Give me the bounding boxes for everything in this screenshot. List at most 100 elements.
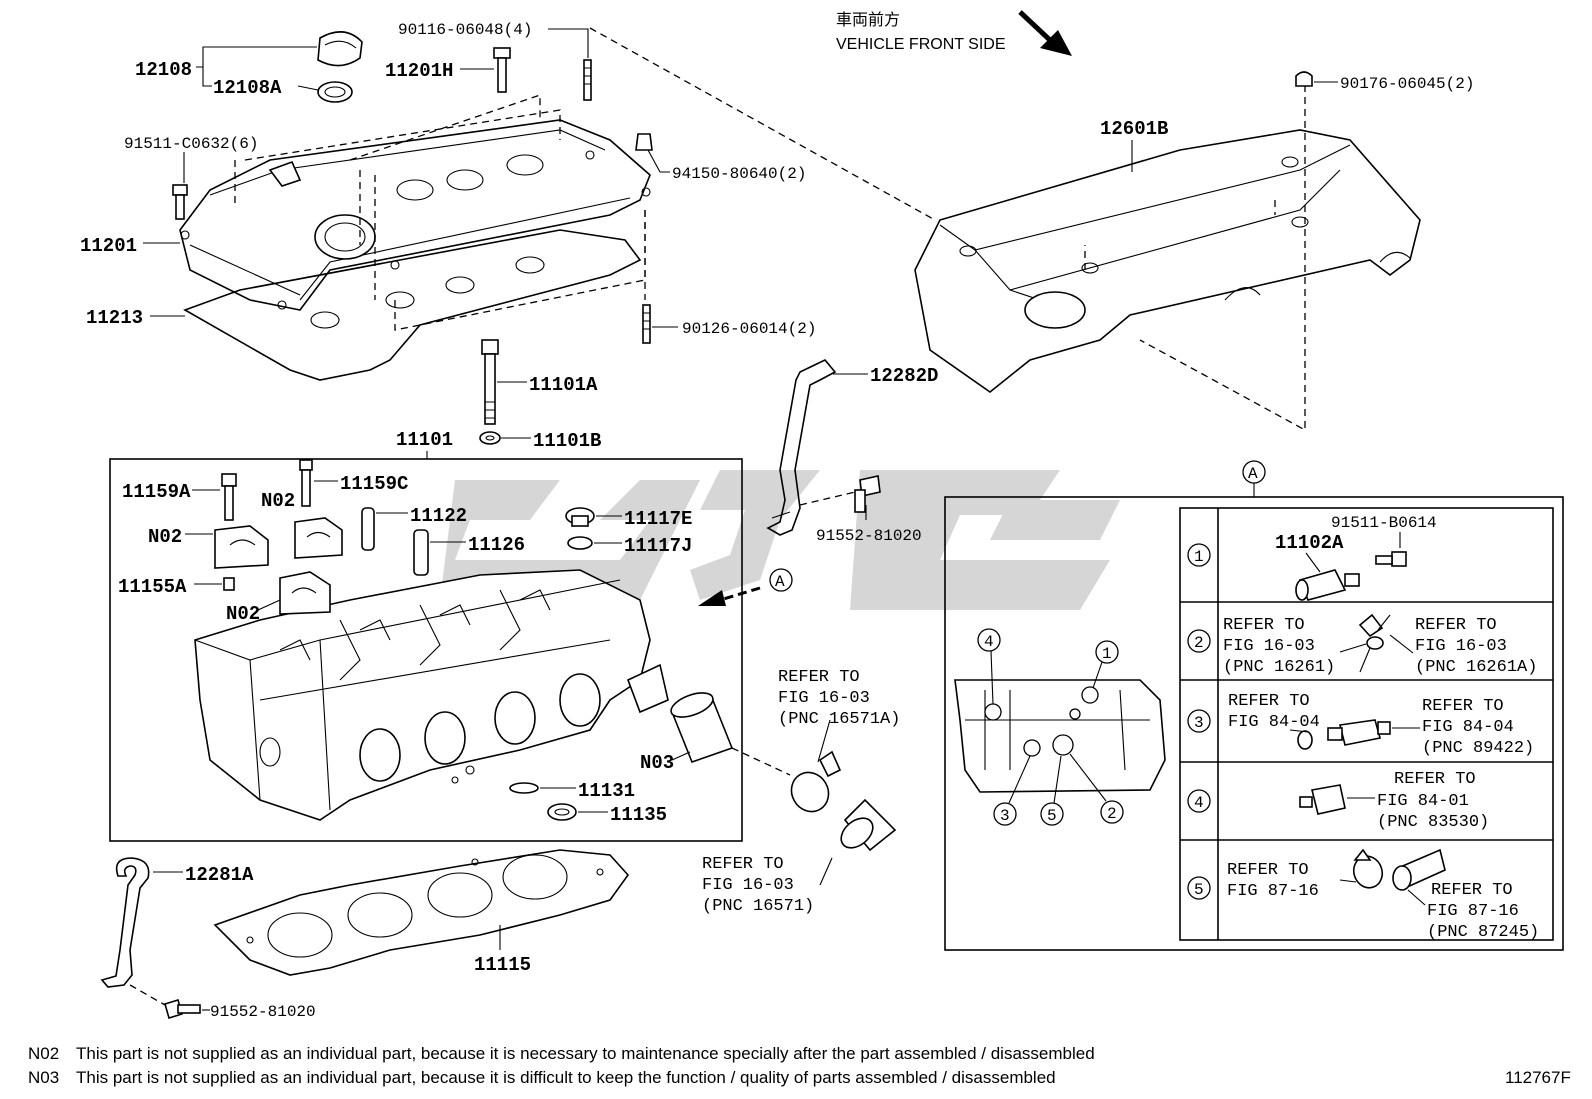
valve-guide-11122: [361, 507, 375, 551]
label-12601b: 12601B: [1100, 118, 1168, 140]
alignment-lines-cover: [234, 27, 936, 331]
hose: [840, 798, 897, 852]
note-n03-code: N03: [28, 1068, 59, 1087]
label-11101a: 11101A: [529, 374, 598, 396]
bearing-cap-1: [214, 525, 269, 569]
washer-11101b: [479, 431, 501, 445]
bolt-11201h: [493, 47, 511, 93]
pin-11155a: [223, 577, 235, 591]
row2-left-1: REFER TO: [1223, 616, 1305, 635]
row2-right-1: REFER TO: [1415, 616, 1497, 635]
oil-filler-cap: [317, 31, 363, 103]
row-number-markers: [1187, 543, 1211, 900]
sensor-89422: [1297, 719, 1391, 750]
label-n03: N03: [640, 752, 674, 774]
row-number-1: 1: [1194, 548, 1204, 566]
label-12108: 12108: [135, 59, 192, 81]
bracket-12282d: [766, 359, 837, 536]
engine-cover: [914, 129, 1421, 393]
cylinder-head-gasket: [213, 849, 630, 976]
callout-a-box: A: [775, 573, 785, 591]
label-n02-top: N02: [261, 490, 295, 512]
watermark-logo: [440, 470, 1120, 610]
label-12281a: 12281A: [185, 864, 254, 886]
note-n02-code: N02: [28, 1044, 59, 1063]
row5-left-2: FIG 87-16: [1227, 882, 1319, 901]
label-11159a: 11159A: [122, 481, 191, 503]
grommet-94150: [635, 133, 653, 151]
row2-left-3: (PNC 16261): [1223, 658, 1335, 677]
row3-left-1: REFER TO: [1228, 692, 1310, 711]
bracket-12281a: [100, 857, 150, 988]
label-11159c: 11159C: [340, 473, 408, 495]
seal-11135: [547, 803, 577, 821]
row3-right-1: REFER TO: [1422, 697, 1504, 716]
head-cover-gasket: [183, 229, 642, 381]
detail-head-side-view: [954, 679, 1166, 793]
label-11155a: 11155A: [118, 576, 187, 598]
bush-11126: [413, 529, 429, 576]
label-n02-low: N02: [226, 603, 260, 625]
label-91552-81020-lower: 91552-81020: [210, 1003, 316, 1021]
marker-4: 4: [984, 633, 994, 651]
label-94150-80640: 94150-80640(2): [672, 165, 806, 183]
label-11117e: 11117E: [624, 508, 692, 530]
row2-right-2: FIG 16-03: [1415, 637, 1507, 656]
callout-a-detail: A: [1248, 465, 1258, 483]
sensor-11102a: [1295, 569, 1360, 601]
row4-2: FIG 84-01: [1377, 792, 1469, 811]
ref-16571a-line3: (PNC 16571A): [778, 710, 900, 729]
note-n02-text: This part is not supplied as an individu…: [76, 1044, 1095, 1063]
marker-2: 2: [1107, 805, 1117, 823]
ref-16571-line1: REFER TO: [702, 855, 784, 874]
row5-right-3: (PNC 87245): [1427, 923, 1539, 942]
row4-1: REFER TO: [1394, 770, 1476, 789]
plug-11117e: [565, 507, 595, 527]
label-90126-06014: 90126-06014(2): [682, 320, 816, 338]
head-bolt-11101a: [481, 339, 499, 425]
label-11122: 11122: [410, 505, 467, 527]
cylinder-head-cover: [179, 119, 651, 311]
label-11117j: 11117J: [624, 535, 692, 557]
hose-87245: [1392, 848, 1446, 891]
row4-3: (PNC 83530): [1377, 813, 1489, 832]
row5-right-2: FIG 87-16: [1427, 902, 1519, 921]
hose-clamp-87245: [1352, 848, 1384, 889]
gasket-11117j: [567, 536, 593, 550]
front-direction-arrow-icon: [1018, 10, 1072, 56]
marker-3: 3: [1000, 807, 1010, 825]
row-number-4: 4: [1194, 794, 1204, 812]
pipe-n03: [670, 692, 734, 764]
label-91511-c0632: 91511-C0632(6): [124, 135, 258, 153]
row3-left-2: FIG 84-04: [1228, 713, 1320, 732]
label-11201: 11201: [80, 235, 137, 257]
front-side-jp: 車両前方: [836, 11, 900, 29]
label-11101: 11101: [396, 429, 453, 451]
bearing-cap-2: [294, 517, 343, 559]
row-number-2: 2: [1194, 634, 1204, 652]
note-n03-text: This part is not supplied as an individu…: [76, 1068, 1056, 1087]
ref-16571a-line2: FIG 16-03: [778, 689, 870, 708]
row2-right-3: (PNC 16261A): [1415, 658, 1537, 677]
row5-left-1: REFER TO: [1227, 861, 1309, 880]
row3-right-2: FIG 84-04: [1422, 718, 1514, 737]
bolt-11159a: [221, 473, 237, 521]
ref-16571-line2: FIG 16-03: [702, 876, 794, 895]
front-side-en: VEHICLE FRONT SIDE: [836, 36, 1006, 53]
detail-a-callout: A: [1242, 460, 1266, 497]
bolt-91511-b0614: [1375, 551, 1407, 567]
label-12282d: 12282D: [870, 365, 938, 387]
bolt-11159c: [299, 459, 313, 507]
cylinder-head-box: [109, 458, 743, 842]
label-90116-06048: 90116-06048(4): [398, 21, 532, 39]
cylinder-head: [194, 569, 669, 821]
label-90176-06045: 90176-06045(2): [1340, 75, 1474, 93]
row1-part-11102a: 11102A: [1275, 532, 1344, 554]
stud-bolt-90116: [583, 59, 592, 101]
label-11135: 11135: [610, 804, 667, 826]
bolt-91552-lower: [164, 998, 201, 1020]
grommet-90176: [1295, 71, 1313, 87]
label-11201h: 11201H: [385, 60, 453, 82]
label-91552-81020-upper: 91552-81020: [816, 527, 922, 545]
stud-bolt-90126: [642, 304, 651, 344]
